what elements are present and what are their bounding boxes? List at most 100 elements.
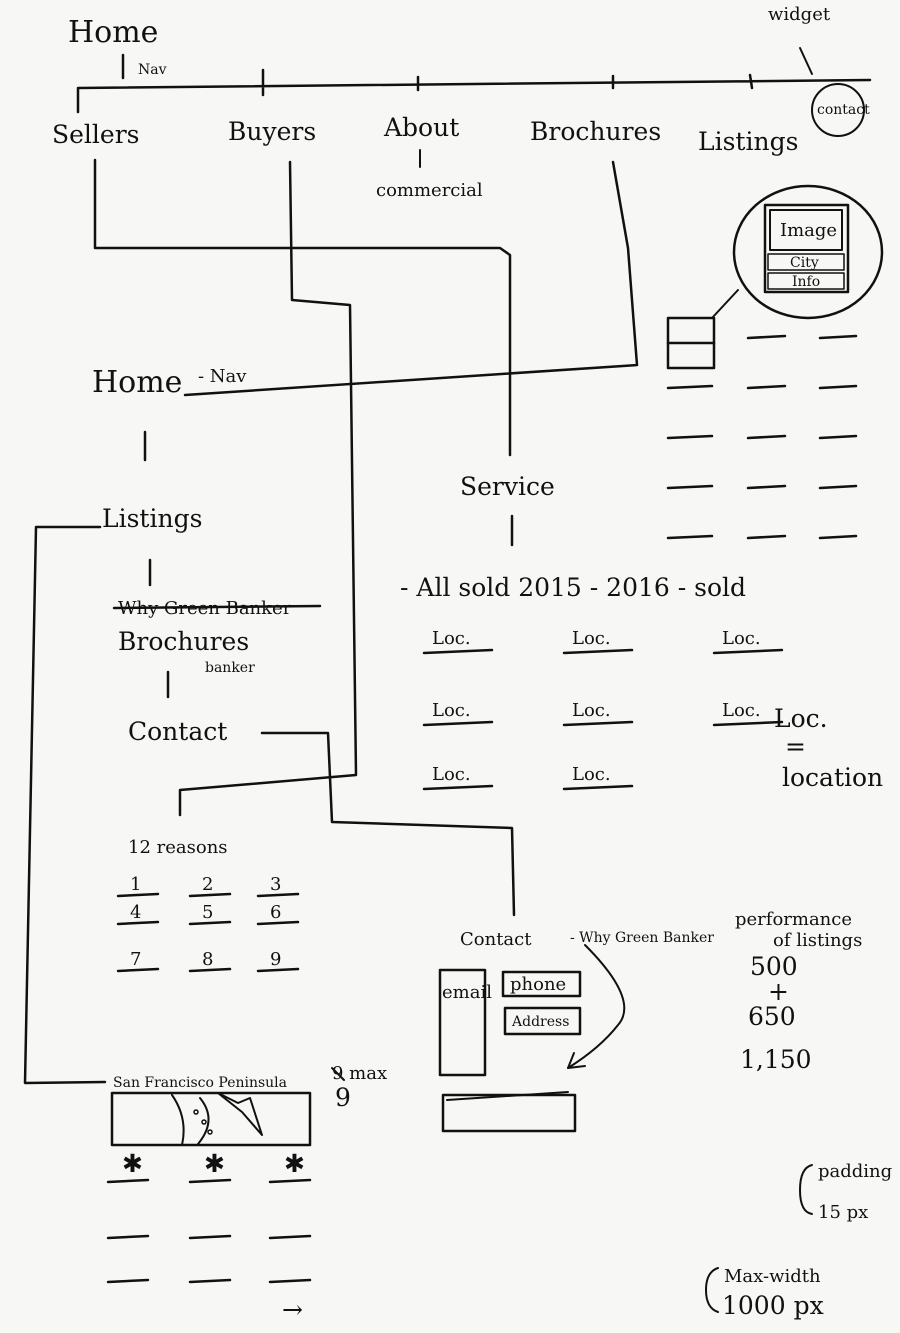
grid-dash-3-0 [666,484,714,490]
home-page-label: Home [92,365,182,400]
reason-number-2: 2 [202,874,213,895]
grid-dash-1-1 [746,384,787,390]
map-row-dash-0-1 [188,1178,232,1184]
phone-field [501,970,582,998]
map-marker-2: ✱ [284,1149,305,1178]
loc-underline-2-1 [562,784,634,791]
phone-label: phone [510,974,566,995]
contact-section-title: Contact [460,929,532,950]
map-pin-1 [193,1109,199,1115]
performance-title-1: performance [735,909,852,930]
nav-item-about: About [383,113,459,142]
why-arrow-curve [567,944,626,1069]
loc-note-meaning: location [782,763,883,792]
listings-to-map-connector [23,525,107,1085]
reason-underline-7 [116,967,160,973]
loc-item-1-0: Loc. [432,700,471,721]
commercial-label: commercial [376,180,483,201]
widget-city-label: City [790,255,819,271]
nav-item-sellers: Sellers [52,120,140,149]
contact-circle [811,83,865,137]
address-label: Address [511,1014,569,1030]
loc-underline-1-0 [422,720,494,727]
widget-zoom-pointer [711,289,739,319]
grid-dash-0-0 [746,334,787,340]
reason-underline-1 [116,892,160,898]
performance-value-650: 650 [748,1002,796,1031]
brochures-sub-label: banker [205,660,255,676]
loc-item-0-1: Loc. [572,628,611,649]
widget-card-image [769,209,843,251]
performance-total: 1,150 [740,1045,812,1074]
grid-dash-4-0 [666,534,714,540]
home-page-nav-label: - Nav [198,366,247,387]
padding-label: padding [818,1161,892,1182]
nav-bar-line [76,68,872,114]
loc-item-1-2: Loc. [722,700,761,721]
padding-value: 15 px [818,1202,868,1223]
reason-number-9: 9 [270,949,281,970]
reason-underline-9 [256,967,300,973]
map-marker-0: ✱ [122,1149,143,1178]
reason-number-7: 7 [130,949,141,970]
email-field [438,968,487,1077]
loc-item-2-0: Loc. [432,764,471,785]
listings-label: Listings [102,504,202,533]
loc-underline-1-1 [562,720,634,727]
padding-bracket [799,1164,813,1215]
widget-card-city [767,253,845,271]
map-row-dash-2-2 [268,1278,312,1284]
email-label: email [442,982,492,1003]
widget-pointer [799,47,813,75]
map-listing-rows: ✱ ✱ ✱ → [106,1149,312,1324]
widget-card [763,203,850,294]
map-box [110,1091,312,1147]
reason-underline-6 [256,920,300,926]
grid-dash-3-2 [818,484,858,490]
contact-circle-label: contact [817,102,870,118]
grid-dash-0-1 [818,334,858,340]
why-struck-label: Why Green Banker [118,598,292,619]
map-row-dash-2-0 [106,1278,150,1284]
sellers-to-service-connector [93,158,512,457]
reason-underline-4 [116,920,160,926]
nav-item-buyers: Buyers [228,117,316,146]
strike-line [112,604,322,610]
reason-number-5: 5 [202,902,213,923]
grid-dash-1-0 [666,384,714,390]
map-row-dash-1-1 [188,1234,232,1240]
loc-note-label: Loc. [774,704,828,733]
map-more-arrow: → [282,1295,303,1324]
performance-title-2: of listings [773,930,862,951]
top-nav-label: Nav [138,62,167,78]
grid-dash-2-0 [666,434,714,440]
widget-zoom-circle [732,184,884,320]
loc-underline-1-2 [712,720,784,727]
why-green-banker-label: - Why Green Banker [570,930,714,946]
map-row-dash-0-2 [268,1178,312,1184]
map-row-dash-2-1 [188,1278,232,1284]
loc-item-0-0: Loc. [432,628,471,649]
loc-underline-2-0 [422,784,494,791]
max-width-label: Max-width [724,1266,821,1287]
loc-item-2-1: Loc. [572,764,611,785]
buyers-to-reasons-connector [178,160,358,817]
service-label: Service [460,472,555,501]
grid-dash-3-1 [746,484,787,490]
reasons-title: 12 reasons [128,837,228,858]
grid-dash-1-2 [818,384,858,390]
loc-underline-0-0 [422,648,494,655]
grid-dash-4-2 [818,534,858,540]
submit-button-sketch [441,1093,577,1133]
brochures-to-home-connector [183,160,639,397]
grid-dash-2-1 [746,434,787,440]
top-home-label: Home [68,15,158,50]
max-value: 9 [335,1083,351,1112]
contact-to-contact-section-connector [260,731,516,917]
map-marker-1: ✱ [204,1149,225,1178]
grid-dash-4-1 [746,534,787,540]
max-width-value: 1000 px [722,1291,824,1320]
performance-plus: + [768,977,789,1006]
loc-underline-0-1 [562,648,634,655]
